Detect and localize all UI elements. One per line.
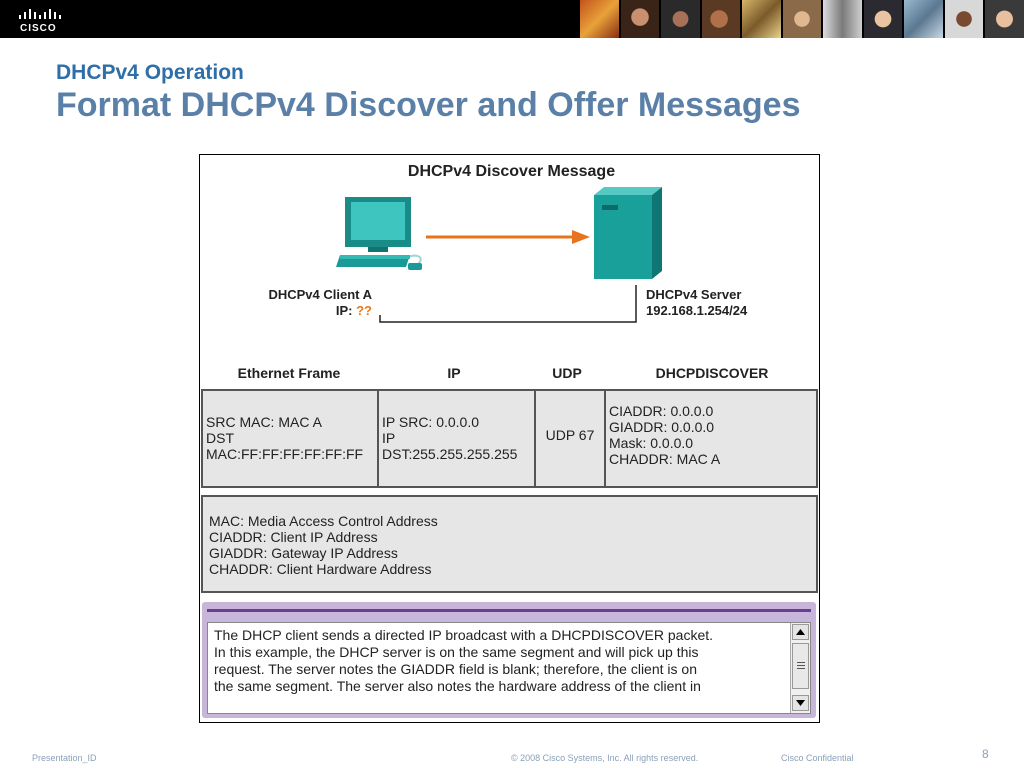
scroll-up-button[interactable] [792, 624, 809, 640]
banner-photo [699, 0, 741, 38]
header-ethernet-frame: Ethernet Frame [237, 365, 341, 381]
description-line: The DHCP client sends a directed IP broa… [214, 627, 714, 643]
server-icon [594, 187, 662, 279]
client-ip-label: IP: [335, 303, 353, 318]
description-frame: The DHCP client sends a directed IP broa… [202, 602, 816, 718]
banner-photo [942, 0, 984, 38]
description-line: request. The server notes the GIADDR fie… [214, 661, 697, 677]
ip-cell: IP SRC: 0.0.0.0 IP DST:255.255.255.255 [379, 391, 536, 486]
client-ip: IP: ?? [258, 303, 372, 319]
cell-line: CHADDR: MAC A [609, 451, 721, 467]
cell-line: SRC MAC: MAC A [206, 414, 322, 430]
ethernet-frame-cell: SRC MAC: MAC A DST MAC:FF:FF:FF:FF:FF:FF [203, 391, 379, 486]
legend-item: MAC: Media Access Control Address [209, 513, 438, 529]
cell-line: MAC:FF:FF:FF:FF:FF:FF [206, 446, 364, 462]
top-banner: CISCO [0, 0, 1024, 38]
grip-line [797, 668, 805, 669]
description-line: the same segment. The server also notes … [214, 678, 701, 694]
cell-line: DST:255.255.255.255 [382, 446, 518, 462]
grip-line [797, 662, 805, 663]
pc-icon [336, 197, 422, 270]
grip-line [797, 665, 805, 666]
cell-line: CIADDR: 0.0.0.0 [609, 403, 714, 419]
network-diagram [336, 187, 662, 323]
diagram-title: DHCPv4 Discover Message [407, 163, 616, 180]
cell-line: GIADDR: 0.0.0.0 [609, 419, 715, 435]
legend-item: CIADDR: Client IP Address [209, 529, 378, 545]
client-name: DHCPv4 Client A [268, 287, 372, 302]
description-line: In this example, the DHCP server is on t… [214, 644, 699, 660]
scroll-thumb[interactable] [792, 643, 809, 689]
slide-title: Format DHCPv4 Discover and Offer Message… [56, 86, 801, 124]
header-udp: UDP [552, 365, 582, 381]
footer-presentation-id: Presentation_ID [32, 753, 97, 763]
description-scrollbar[interactable] [790, 623, 810, 713]
arrow-icon [426, 230, 590, 244]
packet-header-row: Ethernet Frame IP UDP DHCPDISCOVER [200, 365, 819, 389]
cell-line: IP SRC: 0.0.0.0 [382, 414, 480, 430]
slide-subtitle: DHCPv4 Operation [56, 61, 244, 84]
logo-text: CISCO [20, 23, 57, 34]
cisco-bridge-icon [19, 9, 61, 19]
cell-line: Mask: 0.0.0.0 [609, 435, 694, 451]
abbreviation-legend: MAC: Media Access Control Address CIADDR… [201, 495, 818, 593]
dhcpdiscover-cell: CIADDR: 0.0.0.0 GIADDR: 0.0.0.0 Mask: 0.… [606, 391, 816, 486]
banner-photo [740, 0, 781, 38]
banner-photo [659, 0, 700, 38]
footer-confidential: Cisco Confidential [781, 753, 854, 763]
banner-photo [578, 0, 619, 38]
udp-cell: UDP 67 [536, 391, 606, 486]
description-text: The DHCP client sends a directed IP broa… [214, 627, 784, 695]
cell-line: DST [206, 430, 234, 446]
banner-photo [902, 0, 943, 38]
packet-fields-row: SRC MAC: MAC A DST MAC:FF:FF:FF:FF:FF:FF… [201, 389, 818, 488]
client-ip-value: ?? [356, 303, 372, 318]
cisco-logo: CISCO [6, 3, 76, 35]
server-ip: 192.168.1.254/24 [646, 303, 748, 318]
banner-photo [821, 0, 862, 38]
legend-item: CHADDR: Client Hardware Address [209, 561, 432, 577]
cell-line: IP [382, 430, 396, 446]
server-label: DHCPv4 Server 192.168.1.254/24 [646, 287, 747, 319]
banner-photo [618, 0, 660, 38]
discover-message-panel: DHCPv4 Discover Message DHCPv4 [199, 154, 820, 723]
arrow-down-icon [796, 700, 805, 706]
scroll-down-button[interactable] [792, 695, 809, 711]
footer-copyright: © 2008 Cisco Systems, Inc. All rights re… [511, 753, 699, 763]
header-dhcpdiscover: DHCPDISCOVER [655, 365, 769, 381]
header-ip: IP [447, 365, 461, 381]
description-textbox[interactable]: The DHCP client sends a directed IP broa… [207, 622, 811, 714]
legend-item: GIADDR: Gateway IP Address [209, 545, 398, 561]
banner-photo [983, 0, 1024, 38]
photo-strip [578, 0, 1024, 38]
connection-line [379, 285, 637, 323]
arrow-up-icon [796, 629, 805, 635]
banner-photo [780, 0, 822, 38]
server-name: DHCPv4 Server [646, 287, 742, 302]
banner-photo [861, 0, 903, 38]
page-number: 8 [982, 747, 989, 761]
cell-line: UDP 67 [545, 427, 595, 443]
client-label: DHCPv4 Client A IP: ?? [258, 287, 372, 319]
description-accent-bar [207, 609, 811, 612]
